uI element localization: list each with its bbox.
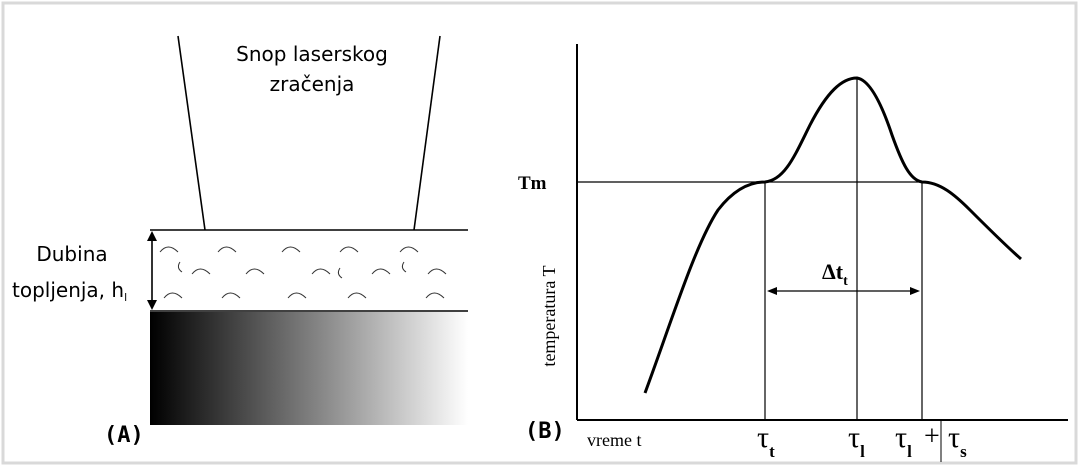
interval-arrow-head-left: [767, 287, 777, 295]
tick-label-plus: +: [924, 421, 940, 452]
interval-arrow-head-right: [910, 287, 920, 295]
melt-pool-texture: [159, 246, 447, 299]
panel-b: Tm Δtt temperatura T vreme t τt τl τl + …: [518, 44, 1068, 462]
tick-label-tau-s: τs: [948, 421, 967, 461]
beam-label-line2: zračenja: [270, 72, 355, 96]
depth-label-line2: topljenja, hl: [12, 278, 127, 304]
depth-label-line1: Dubina: [36, 242, 107, 266]
depth-arrow-head-down: [147, 300, 157, 310]
panel-a: Snop laserskog zračenja Dubina topljenja…: [12, 35, 468, 448]
x-axis-label: vreme t: [587, 430, 641, 450]
tick-label-tau-l-peak: τl: [848, 421, 865, 461]
y-axis-label: temperatura T: [539, 265, 559, 366]
beam-left-edge: [177, 35, 206, 231]
beam-label-line1: Snop laserskog: [236, 42, 388, 66]
panel-a-label: (A): [104, 423, 144, 448]
melt-temperature-label: Tm: [518, 173, 547, 194]
substrate-block: [150, 312, 468, 425]
depth-arrow-head-up: [147, 231, 157, 241]
tick-label-tau-t: τt: [757, 421, 775, 461]
interval-label: Δtt: [822, 259, 848, 289]
beam-right-edge: [413, 35, 441, 231]
tick-label-tau-l: τl: [895, 421, 912, 461]
temperature-curve: [643, 76, 1022, 394]
panel-b-label: (B): [525, 419, 565, 444]
